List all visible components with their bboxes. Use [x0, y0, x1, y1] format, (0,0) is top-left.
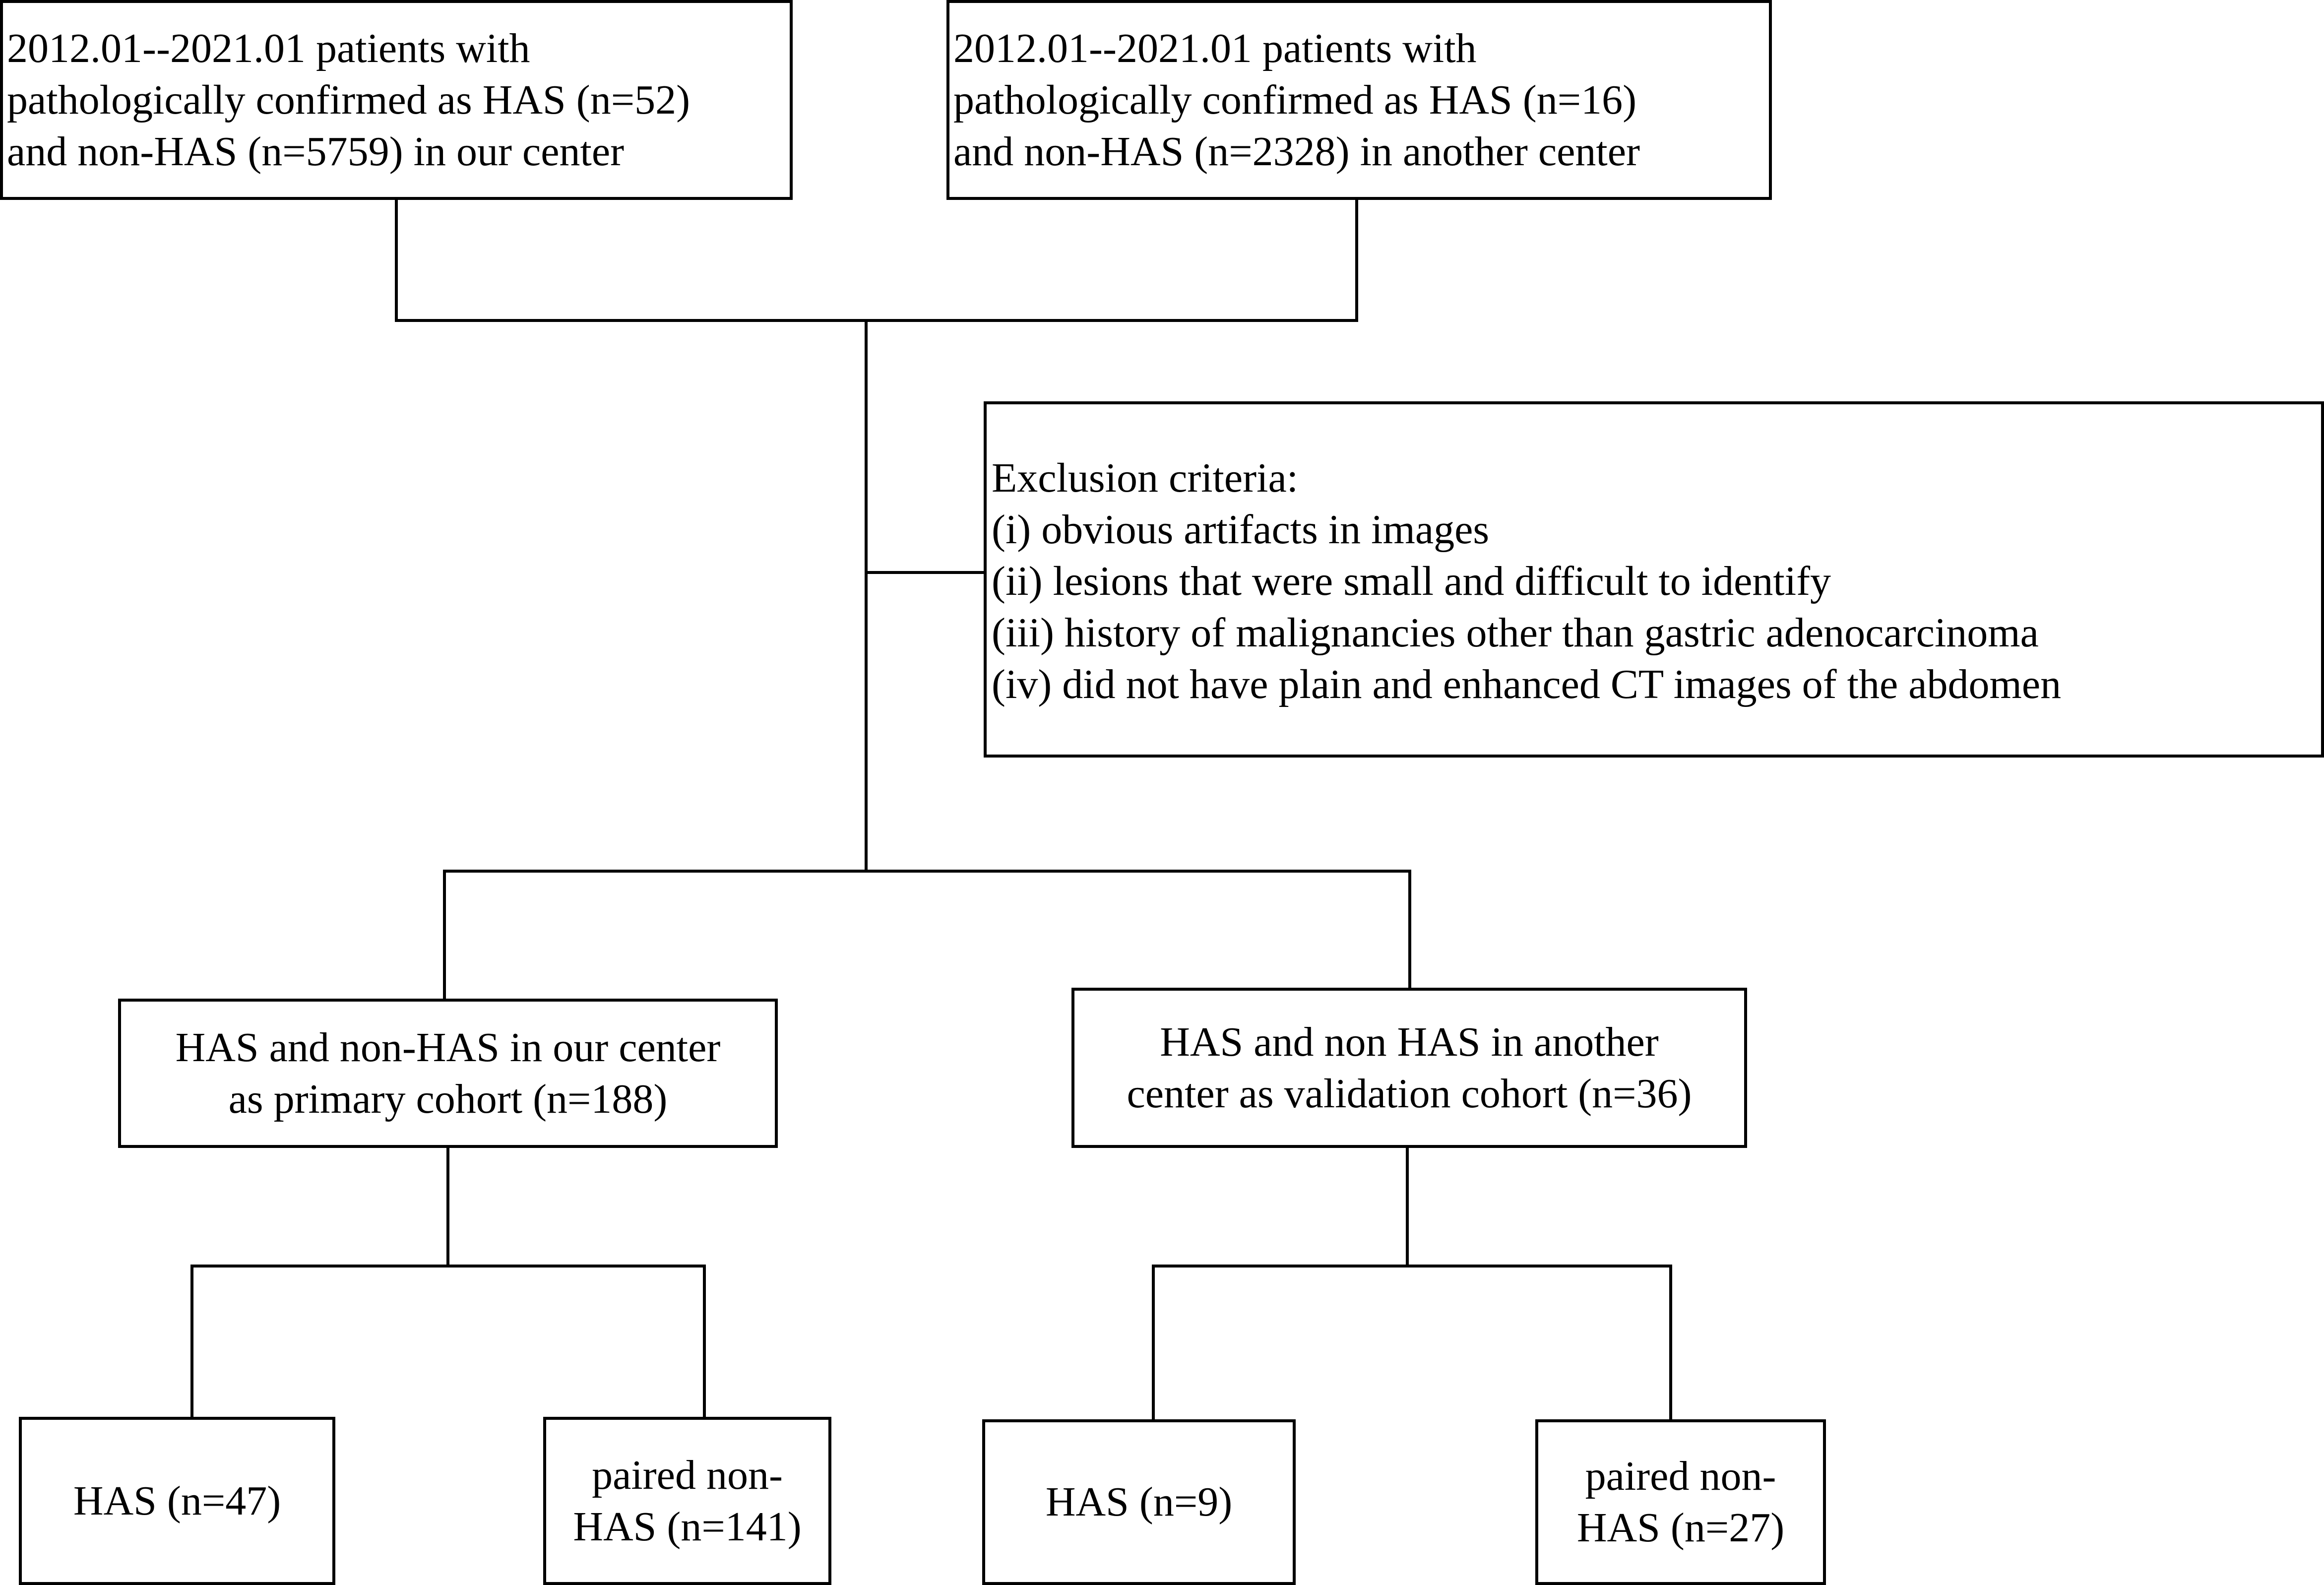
primary-nonhas-box: paired non- HAS (n=141): [543, 1417, 831, 1585]
connector-validation-nonhas-up: [1669, 1265, 1672, 1422]
primary-has-text: HAS (n=47): [73, 1477, 281, 1524]
connector-validation-down: [1406, 1145, 1409, 1266]
validation-cohort-text: HAS and non HAS in another center as val…: [1127, 1018, 1692, 1117]
validation-cohort-box: HAS and non HAS in another center as val…: [1071, 988, 1747, 1148]
primary-cohort-text: HAS and non-HAS in our center as primary…: [175, 1024, 721, 1122]
validation-has-text: HAS (n=9): [1045, 1479, 1233, 1525]
connector-exclusion-branch: [865, 571, 986, 574]
connector-primary-cohort-up: [443, 870, 446, 1005]
connector-primary-down: [446, 1145, 449, 1266]
connector-main-trunk: [865, 319, 868, 871]
validation-has-box: HAS (n=9): [982, 1419, 1296, 1585]
connector-primary-split: [190, 1265, 706, 1268]
validation-nonhas-box: paired non- HAS (n=27): [1535, 1419, 1826, 1585]
source-right-box: 2012.01--2021.01 patients with pathologi…: [946, 0, 1772, 200]
connector-cohorts-split: [443, 870, 1411, 873]
source-right-text: 2012.01--2021.01 patients with pathologi…: [953, 25, 1640, 175]
primary-has-box: HAS (n=47): [19, 1417, 335, 1585]
connector-source-right-down: [1355, 200, 1358, 322]
source-left-box: 2012.01--2021.01 patients with pathologi…: [0, 0, 793, 200]
validation-nonhas-text: paired non- HAS (n=27): [1576, 1453, 1785, 1551]
connector-validation-cohort-up: [1408, 870, 1411, 990]
exclusion-criteria-text: Exclusion criteria: (i) obvious artifact…: [992, 455, 2062, 707]
connector-primary-nonhas-up: [703, 1265, 706, 1420]
connector-source-left-down: [395, 200, 398, 322]
source-left-text: 2012.01--2021.01 patients with pathologi…: [7, 25, 691, 175]
primary-nonhas-text: paired non- HAS (n=141): [573, 1452, 802, 1550]
exclusion-criteria-box: Exclusion criteria: (i) obvious artifact…: [984, 401, 2324, 758]
primary-cohort-box: HAS and non-HAS in our center as primary…: [118, 999, 778, 1148]
connector-validation-has-up: [1152, 1265, 1155, 1422]
connector-primary-has-up: [190, 1265, 193, 1420]
connector-sources-join: [395, 319, 1358, 322]
connector-validation-split: [1152, 1265, 1672, 1268]
